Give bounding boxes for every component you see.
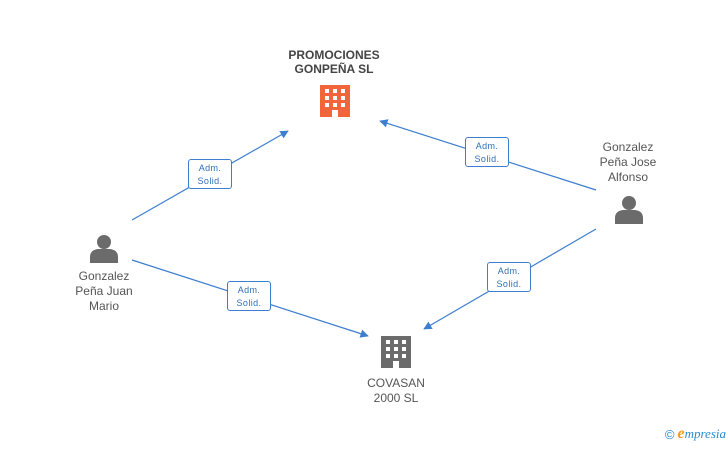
person-label-jose-alfonso[interactable]: Gonzalez Peña Jose Alfonso <box>578 140 678 185</box>
company-label-covasan[interactable]: COVASAN 2000 SL <box>346 376 446 406</box>
building-icon[interactable] <box>381 336 411 368</box>
person-name-line: Peña Jose <box>599 155 657 169</box>
edge-label-line: Adm. <box>497 266 521 276</box>
edge-label-adm-solid[interactable]: Adm. Solid. <box>487 262 531 292</box>
building-icon[interactable] <box>320 85 350 117</box>
edge-label-line: Solid. <box>236 298 262 308</box>
person-icon[interactable] <box>615 196 643 224</box>
edge-label-adm-solid[interactable]: Adm. Solid. <box>465 137 509 167</box>
company-name-line: GONPEÑA SL <box>294 62 374 76</box>
copyright-symbol: © <box>664 426 675 442</box>
edge-label-line: Solid. <box>496 279 522 289</box>
person-name-line: Mario <box>88 299 119 313</box>
edge-label-line: Adm. <box>475 141 499 151</box>
person-label-juan-mario[interactable]: Gonzalez Peña Juan Mario <box>54 269 154 314</box>
company-name-line: COVASAN <box>367 376 425 390</box>
edge-label-line: Solid. <box>474 154 500 164</box>
company-name-line: PROMOCIONES <box>288 48 380 62</box>
edge-label-adm-solid[interactable]: Adm. Solid. <box>227 281 271 311</box>
person-name-line: Gonzalez <box>602 140 654 154</box>
person-name-line: Gonzalez <box>78 269 130 283</box>
empresia-watermark: © empresia <box>665 425 726 443</box>
edge-label-adm-solid[interactable]: Adm. Solid. <box>188 159 232 189</box>
person-icon[interactable] <box>90 235 118 263</box>
edge-label-line: Solid. <box>197 176 223 186</box>
person-name-line: Peña Juan <box>75 284 133 298</box>
edge-label-line: Adm. <box>237 285 261 295</box>
empresia-logo-text: mpresia <box>684 426 726 441</box>
company-label-promociones[interactable]: PROMOCIONES GONPEÑA SL <box>270 48 398 76</box>
company-name-line: 2000 SL <box>373 391 419 405</box>
empresia-logo: empresia <box>677 425 726 443</box>
person-name-line: Alfonso <box>607 170 649 184</box>
edge-label-line: Adm. <box>198 163 222 173</box>
empresia-logo-initial: e <box>677 425 685 442</box>
